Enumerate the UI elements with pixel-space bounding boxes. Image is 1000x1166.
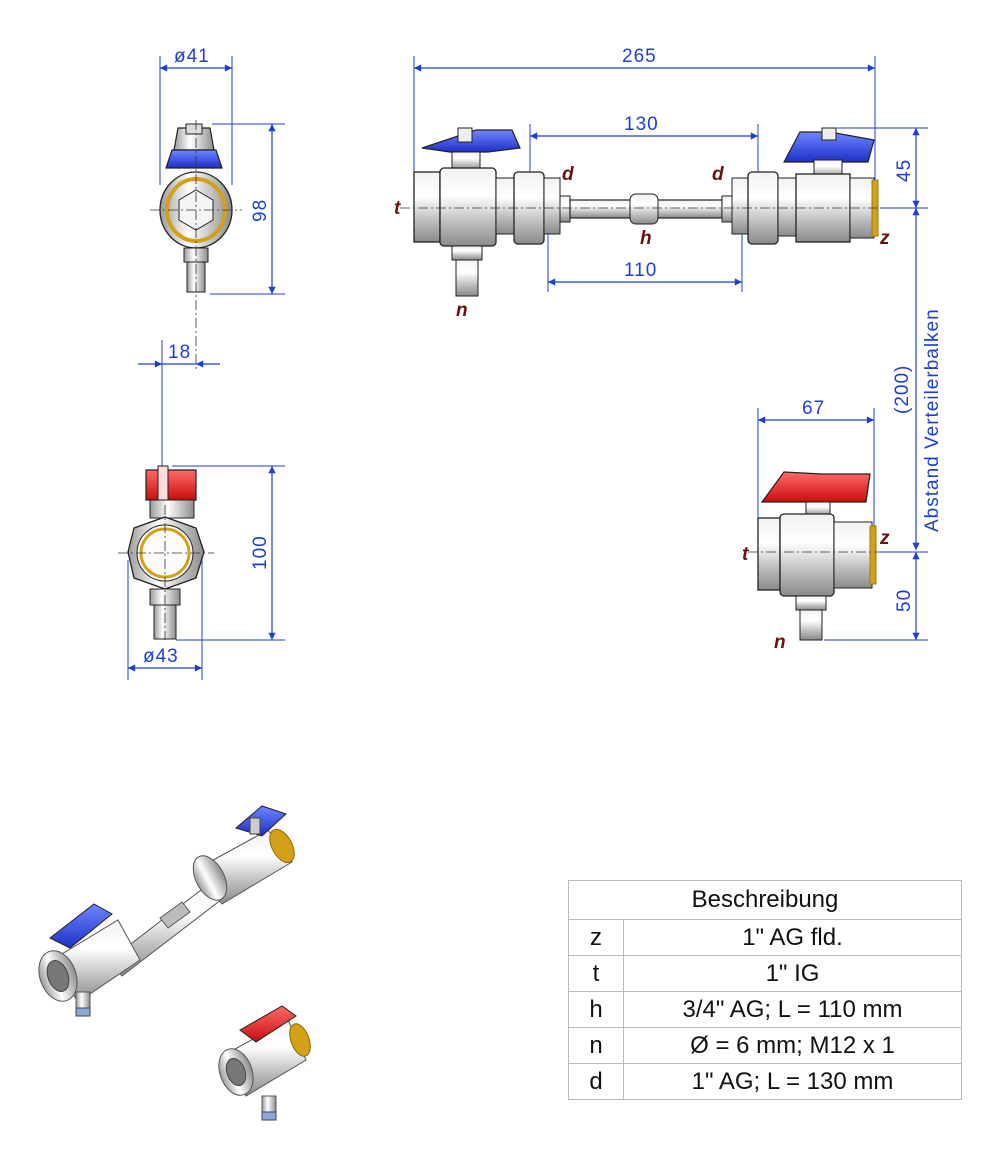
side-view-red-valve xyxy=(748,471,890,641)
side-view-assembly xyxy=(400,127,890,297)
table-row: z 1" AG fld. xyxy=(568,919,962,956)
table-value: 1" AG; L = 130 mm xyxy=(623,1063,962,1100)
red-valve-3d-illustration xyxy=(218,1005,311,1121)
front-view-red-valve xyxy=(118,465,214,640)
table-header-row: Beschreibung xyxy=(568,880,962,920)
table-value: 1" IG xyxy=(623,955,962,992)
dimension-dia41: ø41 xyxy=(159,46,233,185)
table-header: Beschreibung xyxy=(568,880,962,920)
table-row: t 1" IG xyxy=(568,955,962,992)
dimension-h100: 100 xyxy=(172,465,285,641)
table-row: d 1" AG; L = 130 mm xyxy=(568,1063,962,1100)
dimension-text: ø43 xyxy=(143,646,179,667)
dimension-text: 18 xyxy=(168,342,191,363)
table-value: 1" AG fld. xyxy=(623,919,962,956)
table-key: n xyxy=(568,1027,624,1064)
red-handle-side xyxy=(760,471,871,503)
dimension-text: 265 xyxy=(622,46,657,67)
front-view-blue-valve xyxy=(150,120,242,370)
label-z-top: z xyxy=(879,228,890,249)
label-n-top: n xyxy=(456,300,468,321)
table-row: h 3/4" AG; L = 110 mm xyxy=(568,991,962,1028)
table-value: 3/4" AG; L = 110 mm xyxy=(623,991,962,1028)
blue-handle-3d xyxy=(49,903,113,949)
table-row: n Ø = 6 mm; M12 x 1 xyxy=(568,1027,962,1064)
dimension-text: 50 xyxy=(894,589,915,612)
table-key: t xyxy=(568,955,624,992)
table-key: h xyxy=(568,991,624,1028)
label-d-left: d xyxy=(562,164,574,185)
dimension-h45: 45 xyxy=(836,127,928,209)
table-value: Ø = 6 mm; M12 x 1 xyxy=(623,1027,962,1064)
red-handle-front xyxy=(145,469,197,501)
dimension-w110: 110 xyxy=(547,234,743,292)
red-handle-3d xyxy=(239,1005,297,1043)
dimension-text: (200) xyxy=(892,365,913,414)
table-key: z xyxy=(568,919,624,956)
dimension-h50: 50 xyxy=(824,551,928,641)
label-d-right: d xyxy=(712,164,724,185)
dimension-w265: 265 xyxy=(413,46,876,180)
dimension-dia43: ø43 xyxy=(127,560,203,680)
label-t-red: t xyxy=(742,544,749,565)
assembly-3d-illustration xyxy=(38,805,295,1017)
dimension-spacing: (200) Abstand Verteilerbalken xyxy=(892,208,943,550)
dimension-w67: 67 xyxy=(757,398,875,526)
label-t-top: t xyxy=(394,198,401,219)
dimension-text: 67 xyxy=(802,398,825,419)
dimension-text: ø41 xyxy=(174,46,210,67)
dimension-text: 110 xyxy=(624,260,657,281)
label-h: h xyxy=(640,228,652,249)
dimension-text: 98 xyxy=(250,199,271,222)
blue-handle-right xyxy=(783,131,875,163)
label-n-red: n xyxy=(774,632,786,653)
label-z-red: z xyxy=(879,528,890,549)
dimension-w18: 18 xyxy=(138,340,220,470)
dimension-text: 45 xyxy=(894,159,915,182)
description-table: Beschreibung z 1" AG fld. t 1" IG h 3/4"… xyxy=(568,880,962,1100)
dimension-w130: 130 xyxy=(529,114,759,172)
dimension-caption: Abstand Verteilerbalken xyxy=(922,308,943,532)
blue-handle-front xyxy=(165,149,223,169)
dimension-h98: 98 xyxy=(210,123,285,295)
dimension-text: 100 xyxy=(250,535,271,570)
dimension-text: 130 xyxy=(624,114,659,135)
table-key: d xyxy=(568,1063,624,1100)
